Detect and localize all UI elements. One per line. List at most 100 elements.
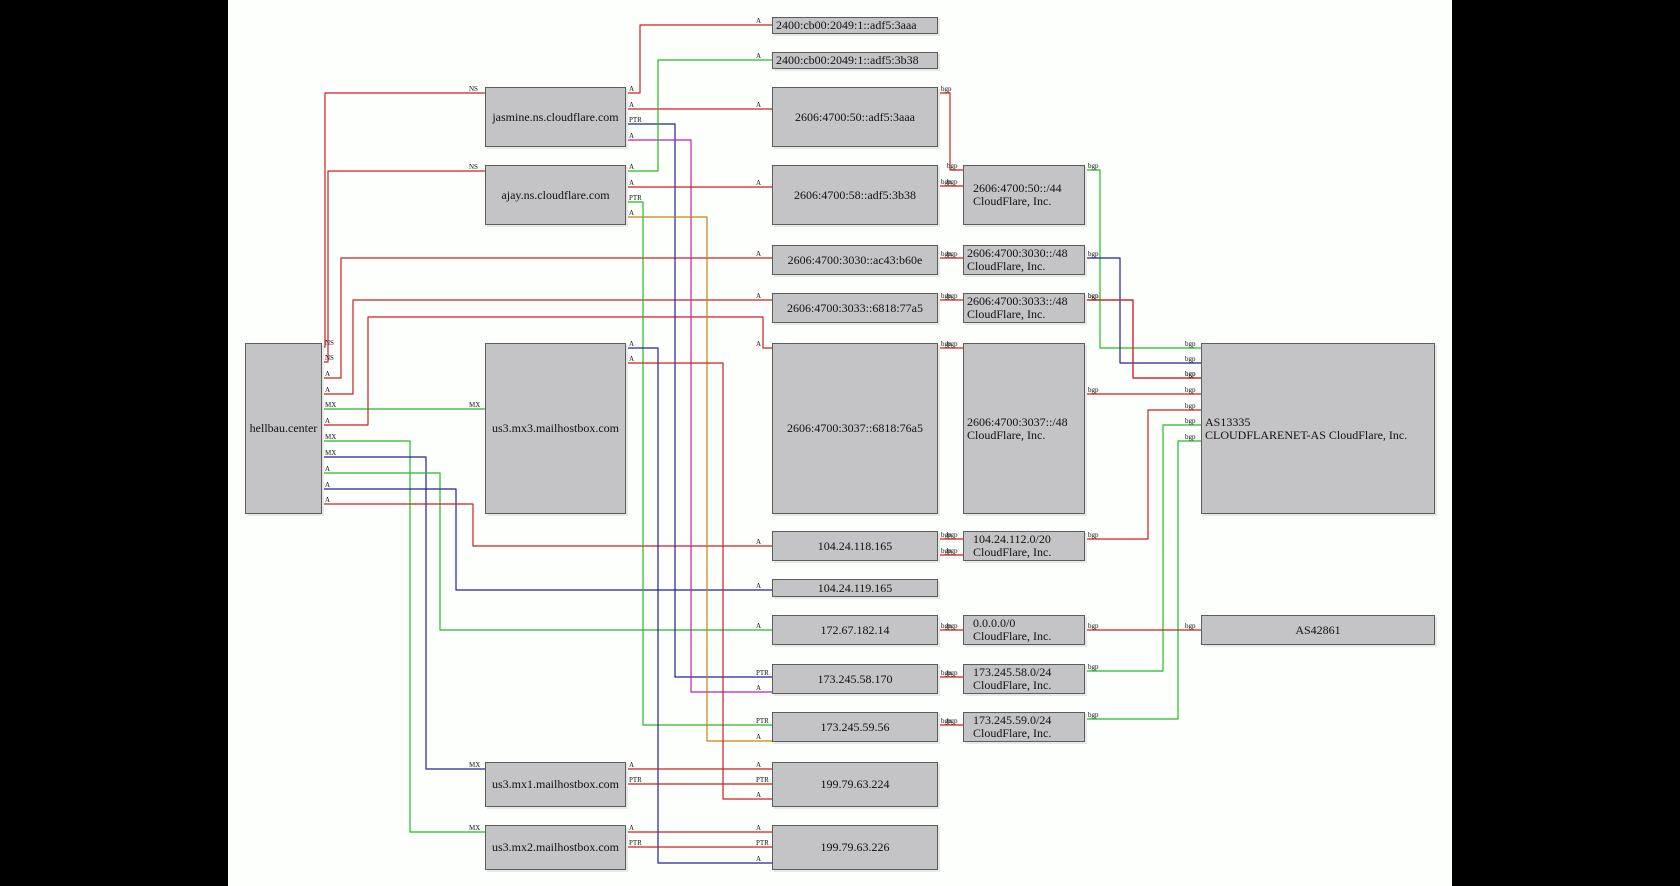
edge-label-end: A — [756, 582, 761, 590]
node-mx3[interactable]: us3.mx3.mailhostbox.com — [485, 343, 626, 514]
edge-label-end: bgp — [1185, 355, 1196, 363]
node-mx2[interactable]: us3.mx2.mailhostbox.com — [485, 825, 626, 870]
edge-label-end: bgp — [947, 162, 958, 170]
node-ip6g[interactable]: 2606:4700:3037::6818:76a5 — [772, 343, 938, 514]
edge-hellbau-ajay — [322, 170, 485, 363]
edge-hellbau-ip6f — [322, 299, 772, 395]
edge-label: NS — [325, 339, 334, 347]
node-label: 2400:cb00:2049:1::adf5:3aaa — [776, 18, 917, 32]
node-mx1[interactable]: us3.mx1.mailhostbox.com — [485, 762, 626, 807]
edge-label-end: A — [756, 855, 761, 863]
node-label: 2606:4700:3030::ac43:b60e — [787, 252, 923, 267]
edge-label: A — [629, 132, 634, 140]
edge-label: A — [629, 209, 634, 217]
node-ip4b[interactable]: 104.24.119.165 — [772, 579, 938, 597]
node-ip4a[interactable]: 104.24.118.165 — [772, 531, 938, 561]
node-label: 173.245.58.170 — [817, 671, 893, 686]
node-pfx1[interactable]: 2606:4700:50::/44 CloudFlare, Inc. — [963, 165, 1085, 225]
node-label: us3.mx2.mailhostbox.com — [492, 840, 619, 854]
edge-pfx7-as1 — [1085, 424, 1201, 672]
node-ip6d[interactable]: 2606:4700:58::adf5:3b38 — [772, 165, 938, 225]
node-label: 2606:4700:50::adf5:3aaa — [795, 109, 915, 124]
node-pfx3[interactable]: 2606:4700:3033::/48 CloudFlare, Inc. — [963, 293, 1085, 323]
node-label: us3.mx3.mailhostbox.com — [492, 421, 619, 435]
edge-mx3-ip4g — [626, 347, 772, 864]
node-ip6a[interactable]: 2400:cb00:2049:1::adf5:3aaa — [772, 17, 938, 34]
edge-label-end: bgp — [1185, 370, 1196, 378]
node-as42861[interactable]: AS42861 — [1201, 615, 1435, 645]
edge-label-end: A — [756, 340, 761, 348]
edge-label-end: A — [756, 684, 761, 692]
edge-ajay-ip6b — [626, 59, 772, 172]
node-label: jasmine.ns.cloudflare.com — [492, 109, 619, 124]
edge-label-end: A — [756, 101, 761, 109]
edge-label: PTR — [629, 194, 642, 202]
node-jasmine[interactable]: jasmine.ns.cloudflare.com — [485, 87, 626, 147]
edge-label-end: MX — [469, 761, 480, 769]
edge-label-end: bgp — [947, 547, 958, 555]
edge-hellbau-mx1 — [322, 456, 485, 770]
edge-label-end: bgp — [947, 250, 958, 258]
node-ip6c[interactable]: 2606:4700:50::adf5:3aaa — [772, 87, 938, 147]
node-ip4f[interactable]: 199.79.63.224 — [772, 762, 938, 807]
edge-label: NS — [325, 354, 334, 362]
edge-label: bgp — [941, 622, 952, 630]
edge-label: A — [325, 481, 330, 489]
node-as13335[interactable]: AS13335 CLOUDFLARENET-AS CloudFlare, Inc… — [1201, 343, 1435, 514]
edge-label-end: MX — [469, 824, 480, 832]
node-pfx7[interactable]: 173.245.58.0/24 CloudFlare, Inc. — [963, 664, 1085, 694]
node-pfx8[interactable]: 173.245.59.0/24 CloudFlare, Inc. — [963, 712, 1085, 742]
node-label: 172.67.182.14 — [820, 622, 890, 637]
node-pfx2[interactable]: 2606:4700:3030::/48 CloudFlare, Inc. — [963, 245, 1085, 275]
node-label: us3.mx1.mailhostbox.com — [492, 777, 619, 791]
node-label: 2606:4700:3037::6818:76a5 — [787, 421, 923, 435]
edge-label: bgp — [1088, 531, 1099, 539]
edge-label-end: A — [756, 733, 761, 741]
edge-label: A — [629, 355, 634, 363]
edge-label: bgp — [1088, 711, 1099, 719]
node-label: 199.79.63.224 — [820, 777, 890, 791]
edge-label: A — [629, 824, 634, 832]
edge-pfx3-as1 — [1085, 299, 1201, 379]
edge-label-end: A — [756, 824, 761, 832]
node-pfx5[interactable]: 104.24.112.0/20 CloudFlare, Inc. — [963, 531, 1085, 561]
node-ajay[interactable]: ajay.ns.cloudflare.com — [485, 165, 626, 225]
edge-label-end: A — [756, 52, 761, 60]
node-ip4c[interactable]: 172.67.182.14 — [772, 615, 938, 645]
node-label: ajay.ns.cloudflare.com — [501, 187, 610, 202]
edge-label-end: NS — [469, 163, 478, 171]
node-label: 104.24.119.165 — [817, 580, 893, 595]
node-label: 2606:4700:50::/44 CloudFlare, Inc. — [973, 181, 1062, 208]
edge-label-end: A — [756, 292, 761, 300]
node-ip4e[interactable]: 173.245.59.56 — [772, 712, 938, 742]
node-ip6b[interactable]: 2400:cb00:2049:1::adf5:3b38 — [772, 52, 938, 69]
edge-label: bgp — [1088, 386, 1099, 394]
edge-label-end: bgp — [1185, 417, 1196, 425]
node-ip4g[interactable]: 199.79.63.226 — [772, 825, 938, 870]
edge-label-end: bgp — [1185, 402, 1196, 410]
node-label: 173.245.59.0/24 CloudFlare, Inc. — [973, 713, 1052, 740]
node-hellbau[interactable]: hellbau.center — [245, 343, 322, 514]
edge-label: bgp — [941, 85, 952, 93]
node-ip6f[interactable]: 2606:4700:3033::6818:77a5 — [772, 293, 938, 323]
edge-label-end: A — [756, 250, 761, 258]
edge-label-end: bgp — [947, 669, 958, 677]
node-pfx6[interactable]: 0.0.0.0/0 CloudFlare, Inc. — [963, 615, 1085, 645]
edge-label-end: MX — [469, 401, 480, 409]
edge-label-end: PTR — [756, 839, 769, 847]
edge-label: bgp — [1088, 622, 1099, 630]
edge-mx3-ip4f — [626, 362, 772, 800]
edge-label-end: A — [756, 179, 761, 187]
edge-label: bgp — [1088, 292, 1099, 300]
edge-label: bgp — [1088, 162, 1099, 170]
node-label: 173.245.59.56 — [820, 719, 890, 734]
node-ip6e[interactable]: 2606:4700:3030::ac43:b60e — [772, 245, 938, 275]
edge-label: bgp — [941, 250, 952, 258]
edge-hellbau-ip4b — [322, 488, 772, 591]
node-pfx4[interactable]: 2606:4700:3037::/48 CloudFlare, Inc. — [963, 343, 1085, 514]
edge-hellbau-ip4a — [322, 503, 772, 547]
edge-label-end: A — [756, 538, 761, 546]
node-ip4d[interactable]: 173.245.58.170 — [772, 664, 938, 694]
